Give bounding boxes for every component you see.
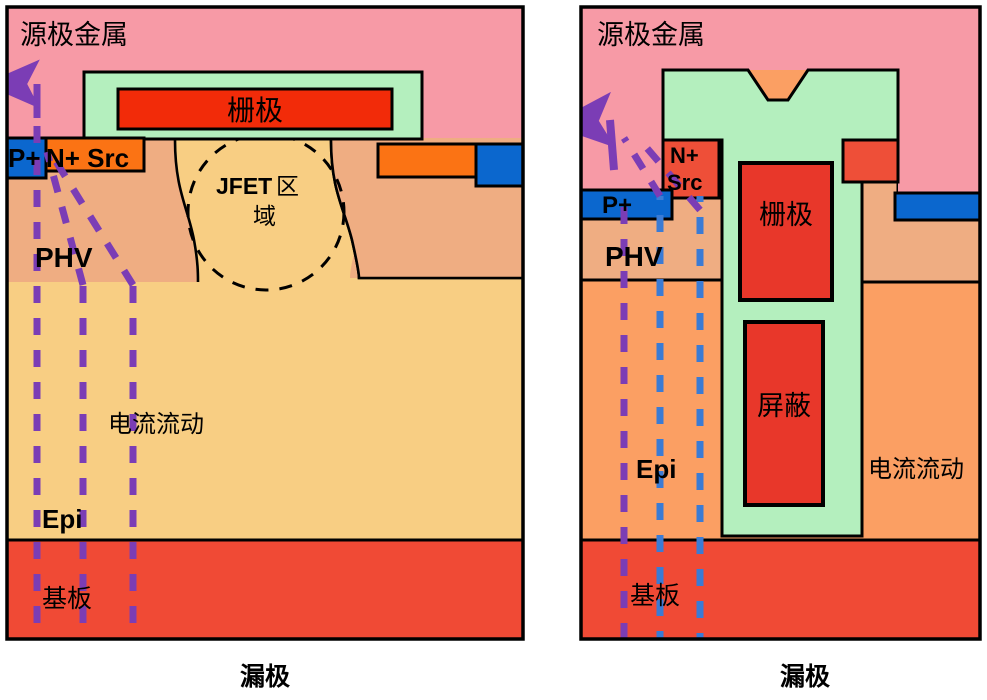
left-source-metal-label: 源极金属 [20,20,128,51]
left-jfet-label-part1: JFET [216,173,272,199]
left-gate-electrode [116,87,394,131]
right-n-plus-source-right [841,138,900,184]
right-shield-label: 屏蔽 [757,391,811,422]
right-current-flow-label: 电流流动 [868,455,964,483]
left-phv-well-left [6,138,197,282]
right-current-flow-paths-purple [620,136,703,640]
right-source-metal-region [580,6,981,202]
left-n-plus-src-label: N+ Src [46,143,129,173]
right-current-converge-a [637,137,703,213]
left-jfet-boundary-right-line [329,139,524,280]
left-p-plus-label: P+ [8,143,41,173]
left-current-converge-b [47,150,136,287]
right-gate-label: 栅极 [759,200,813,231]
right-device-frame [579,5,982,641]
right-source-metal-label: 源极金属 [597,20,705,51]
right-phv-label: PHV [605,241,663,272]
right-n-plus-src-label-line2: Src [667,170,702,195]
left-jfet-label-part3: 域 [253,204,276,230]
right-substrate-label: 基板 [630,581,680,610]
right-p-plus-label: P+ [602,192,632,219]
left-gate-label: 栅极 [227,94,283,127]
right-current-converge-b [621,136,663,198]
left-current-converging-paths [43,150,136,287]
right-gate-electrode [738,161,834,302]
left-substrate-label: 基板 [42,584,92,613]
left-drain-label: 漏极 [240,662,290,691]
left-phv-label: PHV [35,242,93,273]
right-n-plus-src-label-line1: N+ [670,143,699,168]
left-jfet-label-part2: 区 [276,174,299,200]
left-current-flow-paths [33,98,137,640]
right-n-plus-source-left [661,138,721,200]
right-shield-electrode [743,320,825,507]
right-current-arrow-shaft [580,91,618,171]
left-current-converge-a [43,151,87,286]
right-substrate-region [580,540,981,640]
left-epi-label: Epi [42,504,82,534]
right-drain-label: 漏极 [780,662,830,691]
left-p-plus-contact-right [474,142,524,188]
right-current-flow-paths-blue [656,196,704,640]
right-epi-label: Epi [636,454,676,484]
right-p-plus-contact-right [893,191,981,222]
left-device-frame [5,5,525,641]
left-current-flow-label: 电流流动 [108,410,204,438]
